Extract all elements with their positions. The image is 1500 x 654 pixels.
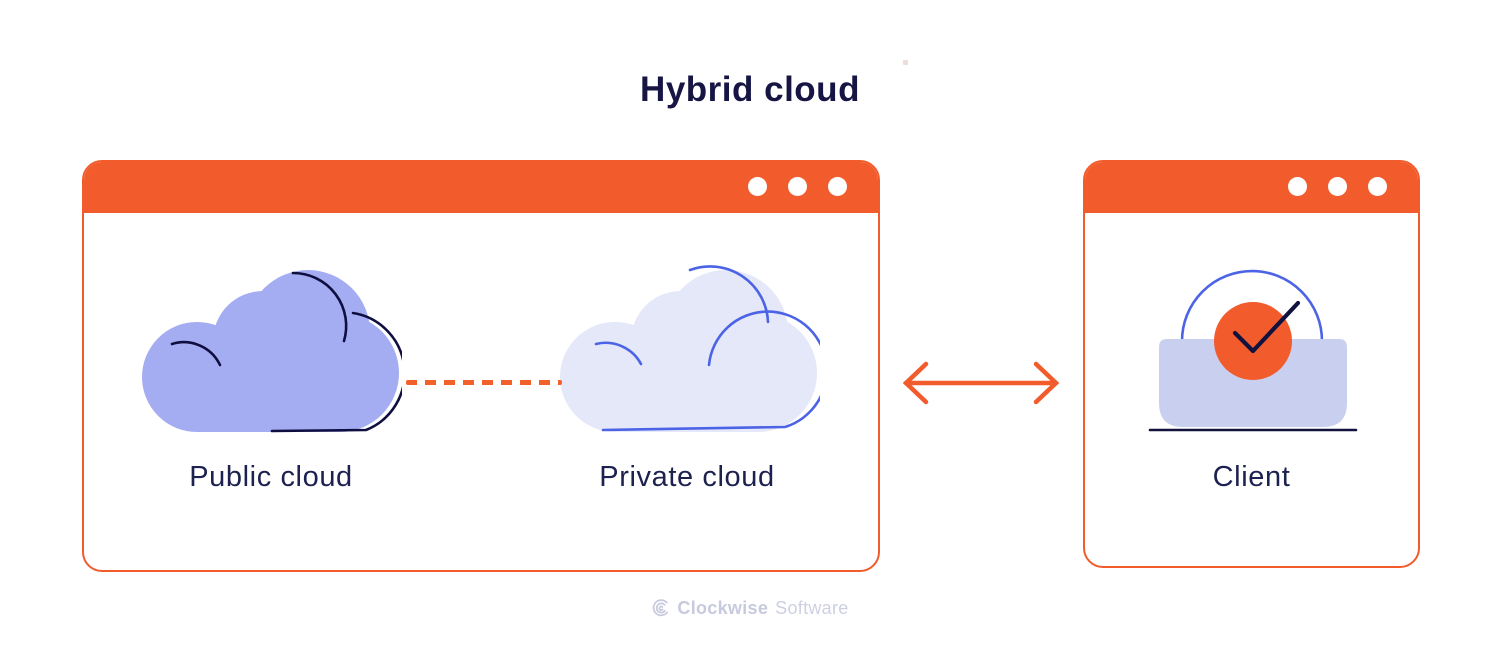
window-dot-icon	[1288, 177, 1307, 196]
clockwise-logo-icon	[653, 599, 669, 617]
window-dot-icon	[788, 177, 807, 196]
public-cloud-icon	[142, 270, 402, 433]
client-check-icon	[1148, 269, 1358, 432]
window-titlebar	[84, 162, 878, 213]
decorative-dot	[903, 60, 908, 65]
page-title: Hybrid cloud	[640, 70, 860, 109]
sync-arrow-icon	[902, 361, 1060, 405]
client-label: Client	[1212, 461, 1291, 493]
window-dot-icon	[1328, 177, 1347, 196]
public-cloud-label: Public cloud	[189, 461, 353, 493]
window-titlebar	[1085, 162, 1418, 213]
brand-name: Clockwise	[677, 598, 769, 618]
private-cloud-label: Private cloud	[599, 461, 775, 493]
window-dot-icon	[748, 177, 767, 196]
footer-brand: Clockwise Software	[0, 598, 1500, 619]
public-private-dashed-connector	[406, 380, 562, 385]
window-dot-icon	[828, 177, 847, 196]
brand-suffix: Software	[775, 598, 849, 618]
private-cloud-icon	[560, 265, 820, 432]
window-dot-icon	[1368, 177, 1387, 196]
